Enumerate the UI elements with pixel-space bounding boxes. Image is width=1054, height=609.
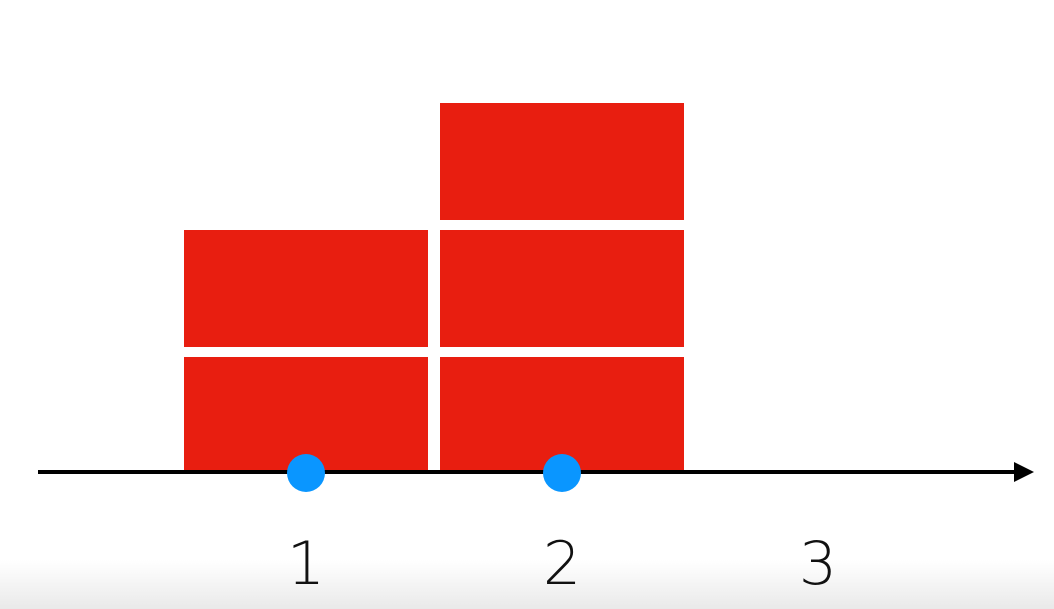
block-1-2 bbox=[184, 230, 428, 347]
axis-label-1: 1 bbox=[287, 529, 325, 599]
axis-arrowhead bbox=[1014, 462, 1034, 482]
block-2-2 bbox=[440, 230, 684, 347]
axis-label-3: 3 bbox=[799, 529, 837, 599]
axis-label-2: 2 bbox=[543, 529, 581, 599]
blocks-layer bbox=[184, 103, 684, 474]
data-point-dot-1 bbox=[287, 454, 325, 492]
number-line bbox=[38, 462, 1034, 482]
block-2-3 bbox=[440, 103, 684, 220]
data-point-dot-2 bbox=[543, 454, 581, 492]
axis-labels: 1 2 3 bbox=[287, 529, 837, 599]
dots-layer bbox=[287, 454, 581, 492]
